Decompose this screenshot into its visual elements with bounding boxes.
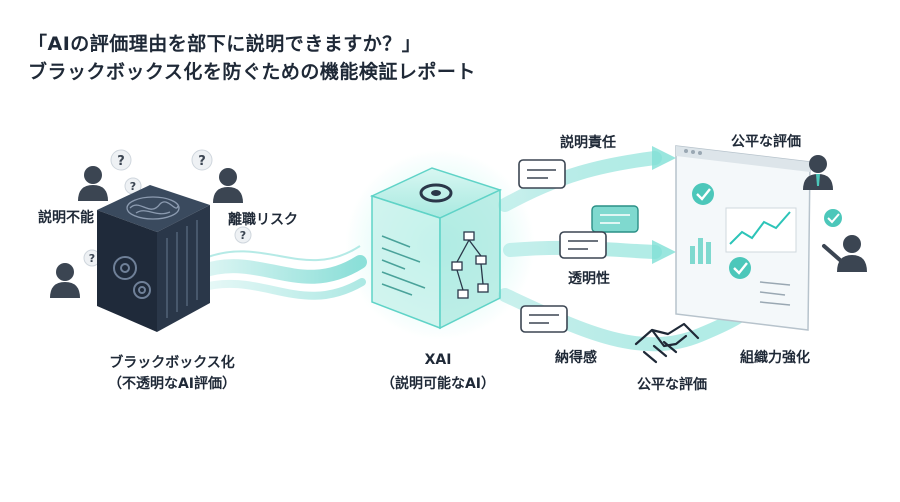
xai-caption-2: （説明可能なAI） <box>380 376 496 392</box>
checkmark-icon <box>824 209 842 227</box>
black-box-caption-2: （不透明なAI評価） <box>107 376 237 392</box>
question-icon: ? <box>191 149 213 171</box>
label-accountability: 説明責任 <box>560 135 616 151</box>
speech-bubble-icon <box>520 305 568 333</box>
title-line-2: ブラックボックス化を防ぐための機能検証レポート <box>28 61 476 83</box>
flow-dark-to-xai <box>193 245 367 300</box>
flow-to-accountability <box>498 146 676 212</box>
person-icon <box>803 155 833 190</box>
black-box-caption-1: ブラックボックス化 <box>109 355 235 371</box>
page-title: 「AIの評価理由を部下に説明できますか？」 ブラックボックス化を防ぐための機能検… <box>28 30 476 86</box>
label-fair-evaluation-bottom: 公平な評価 <box>637 377 707 393</box>
label-organization-strength: 組織力強化 <box>740 350 810 366</box>
person-icon <box>213 168 243 203</box>
person-icon <box>822 235 867 272</box>
flowchart-icon <box>451 231 489 299</box>
label-turnover-risk: 離職リスク <box>228 212 298 228</box>
chart-icon <box>725 207 797 253</box>
question-mark: ? <box>130 180 136 193</box>
label-satisfaction: 納得感 <box>555 350 597 366</box>
gear-icon <box>419 183 453 203</box>
checkmark-icon <box>729 257 751 279</box>
title-line-1: 「AIの評価理由を部下に説明できますか？」 <box>28 33 422 55</box>
question-mark: ? <box>198 154 206 169</box>
evaluation-dashboard <box>675 145 811 331</box>
checkmark-icon <box>692 183 714 205</box>
question-mark: ? <box>240 229 246 242</box>
brain-icon <box>126 196 180 220</box>
question-icon: ? <box>234 226 252 244</box>
xai-cube <box>369 167 503 330</box>
speech-bubble-icon <box>518 159 566 189</box>
chart-icon <box>690 238 711 264</box>
speech-bubble-icon <box>591 205 639 233</box>
label-fair-evaluation-top: 公平な評価 <box>731 134 801 150</box>
question-icon: ? <box>110 149 132 171</box>
xai-caption-1: XAI <box>424 352 452 368</box>
question-icon: ? <box>124 177 142 195</box>
label-transparency: 透明性 <box>568 271 610 287</box>
gear-icon <box>113 256 151 299</box>
person-icon <box>50 263 80 298</box>
black-box-cube <box>97 185 210 332</box>
question-mark: ? <box>89 252 95 265</box>
question-mark: ? <box>117 154 125 169</box>
label-unexplainable: 説明不能 <box>38 210 94 226</box>
handshake-icon <box>634 322 700 364</box>
person-icon <box>78 166 108 201</box>
speech-bubble-icon <box>559 231 607 259</box>
